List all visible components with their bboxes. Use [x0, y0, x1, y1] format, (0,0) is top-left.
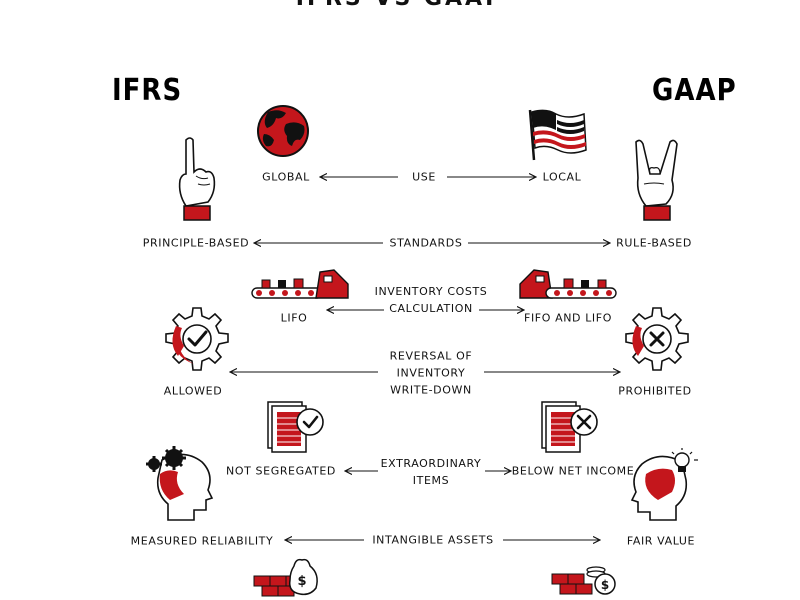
reversal-topic-label: REVERSAL OF INVENTORY WRITE-DOWN: [390, 348, 473, 399]
pointing-hand-icon: [178, 137, 216, 221]
extraordinary-left-label: NOT SEGREGATED: [226, 464, 336, 478]
flag-icon: [528, 109, 587, 161]
gaap-header: GAAP: [652, 73, 737, 109]
head-gears-icon: [146, 446, 214, 521]
standards-left-label: PRINCIPLE-BASED: [142, 236, 250, 250]
gear-cross-icon: [625, 307, 689, 371]
conveyor-belt-icon-fifo: [519, 269, 617, 299]
page-title: IFRS VS GAAP: [0, 0, 800, 11]
money-bag-bricks-icon: $: [253, 558, 318, 597]
intangible-left-label: MEASURED RELIABILITY: [130, 534, 274, 548]
inventory-right-label: FIFO AND LIFO: [524, 311, 612, 325]
document-cross-icon: [541, 401, 598, 453]
document-check-icon: [267, 401, 324, 453]
extraordinary-right-label: BELOW NET INCOME: [511, 464, 635, 478]
reversal-right-label: PROHIBITED: [618, 384, 692, 398]
reversal-topic-line-1: REVERSAL OF: [389, 349, 473, 363]
intangible-right-label: FAIR VALUE: [626, 534, 696, 548]
standards-right-label: RULE-BASED: [616, 236, 692, 250]
extraordinary-topic-line-2: ITEMS: [412, 474, 450, 487]
head-bulb-icon: [630, 448, 698, 521]
reversal-topic-line-2: INVENTORY: [396, 366, 466, 380]
svg-text:$: $: [297, 574, 306, 589]
inventory-topic-label: INVENTORY COSTS CALCULATION: [375, 283, 488, 317]
intangible-topic-label: INTANGIBLE ASSETS: [372, 533, 494, 547]
extraordinary-topic-label: EXTRAORDINARY ITEMS: [381, 455, 482, 489]
globe-icon: [257, 105, 309, 157]
rock-hand-icon: [635, 139, 678, 221]
standards-topic-label: STANDARDS: [389, 236, 463, 250]
reversal-topic-line-3: WRITE-DOWN: [390, 383, 472, 397]
ifrs-header: IFRS: [112, 73, 183, 109]
gear-check-icon: [165, 307, 229, 371]
inventory-topic-line-2: CALCULATION: [389, 302, 473, 315]
use-left-label: GLOBAL: [262, 170, 310, 184]
use-right-label: LOCAL: [542, 170, 582, 184]
coins-bricks-icon: $: [551, 566, 616, 595]
reversal-left-label: ALLOWED: [163, 384, 223, 398]
inventory-left-label: LIFO: [280, 311, 308, 325]
use-topic-label: USE: [412, 170, 436, 184]
conveyor-belt-icon-lifo: [251, 269, 349, 299]
extraordinary-topic-line-1: EXTRAORDINARY: [380, 457, 482, 470]
inventory-topic-line-1: INVENTORY COSTS: [374, 285, 488, 298]
svg-text:$: $: [601, 578, 609, 592]
